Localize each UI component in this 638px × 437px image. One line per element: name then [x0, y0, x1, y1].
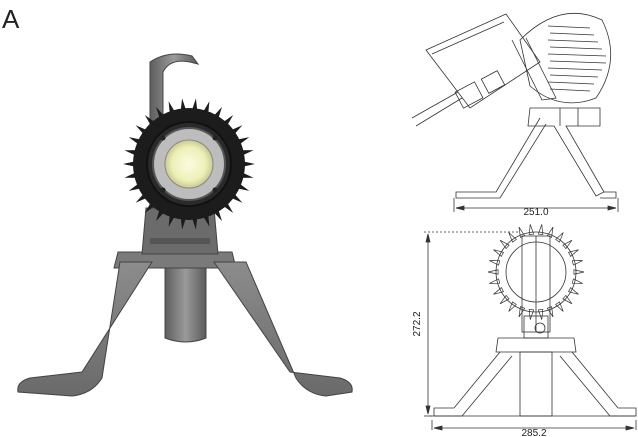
heatsink-fin: [547, 81, 595, 85]
side-width-dimension: 251.0: [523, 207, 548, 218]
heatsink-fin: [568, 249, 579, 257]
screw: [160, 187, 166, 193]
heatsink-fin: [562, 294, 573, 305]
heatsink-fin: [549, 60, 607, 64]
heatsink-fin: [518, 226, 526, 238]
heatsink-fin: [487, 269, 499, 275]
heatsink-fin: [549, 88, 591, 92]
heatsink-fin: [489, 278, 501, 284]
heatsink-fin: [508, 232, 517, 243]
front-strap: [519, 351, 553, 417]
side-view-drawing: [411, 13, 619, 212]
right-leg: [213, 261, 353, 397]
heatsink-fin: [508, 301, 517, 312]
lamp-head-outline: [519, 13, 612, 104]
heatsink-fin: [571, 260, 583, 266]
screw: [212, 135, 218, 141]
front-view-drawing: [424, 224, 637, 431]
rear-strap: [164, 249, 207, 343]
heatsink-fin: [499, 239, 510, 250]
heatsink-fin: [489, 260, 501, 266]
heatsink-fin: [549, 32, 595, 36]
heatsink-fin: [555, 301, 564, 312]
heatsink-fin: [547, 39, 599, 43]
heatsink-fin: [537, 308, 544, 320]
front-right-leg: [559, 351, 637, 417]
led-lens: [164, 139, 214, 189]
screw: [160, 135, 166, 141]
heatsink-fin: [499, 294, 510, 305]
heatsink-fin: [547, 25, 591, 29]
heatsink-fin: [537, 224, 544, 236]
height-dimension: 272.2: [412, 311, 423, 336]
heatsink-fin: [493, 287, 504, 295]
housing-outline: [425, 13, 541, 109]
heatsink-fin: [555, 232, 564, 243]
front-left-leg: [433, 351, 513, 417]
left-leg: [17, 261, 153, 397]
heatsink-fin: [547, 67, 603, 71]
stand-outline: [527, 107, 605, 197]
heatsink-fin: [571, 278, 583, 284]
front-base: [495, 337, 577, 353]
heatsink-fin: [546, 226, 554, 238]
screw: [212, 187, 218, 193]
heatsink-fin: [562, 239, 573, 250]
front-width-dimension: 285.2: [521, 428, 546, 437]
heatsink-fin: [528, 308, 535, 320]
panel-label: A: [2, 4, 20, 34]
heatsink-fin: [568, 287, 579, 295]
luminaire-photo: [17, 53, 353, 397]
heatsink-fin: [573, 269, 585, 275]
heatsink-fin: [547, 53, 607, 57]
cable: [411, 91, 463, 127]
heatsink-fin: [549, 74, 599, 78]
yoke-band: [150, 238, 210, 244]
heatsink-fin: [493, 249, 504, 257]
heatsink-fin: [528, 224, 535, 236]
heatsink-fin: [549, 46, 603, 50]
